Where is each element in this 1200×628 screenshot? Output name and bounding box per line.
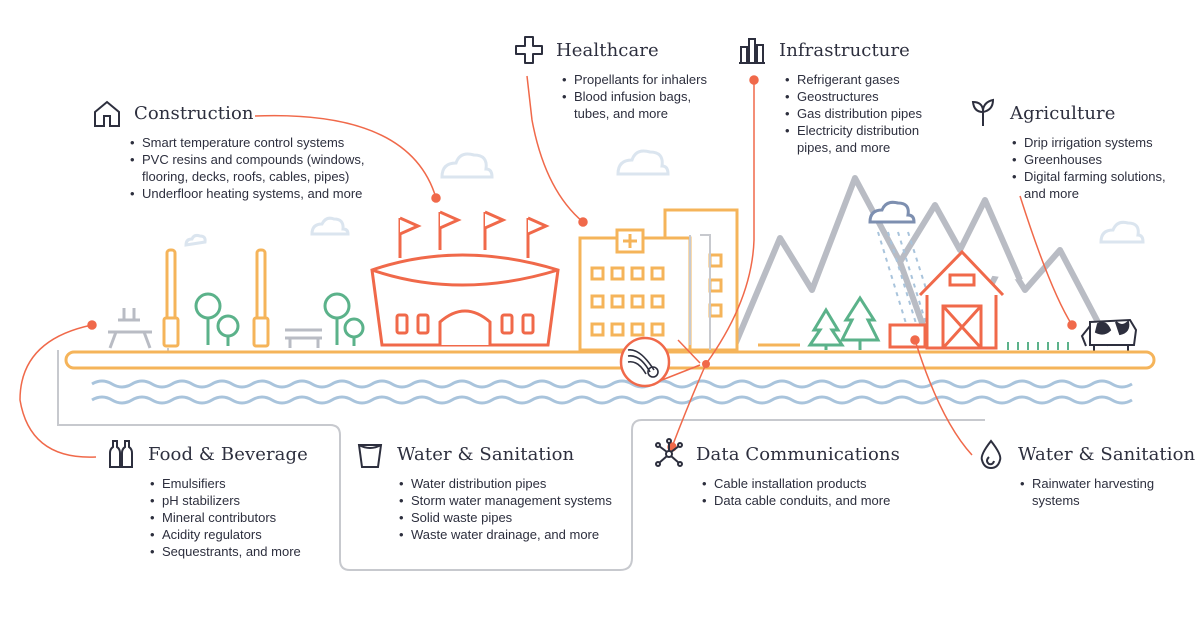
grass xyxy=(1007,342,1069,350)
cloud-2 xyxy=(310,216,350,236)
list-item: and more xyxy=(1024,186,1079,201)
cloud-4 xyxy=(1099,220,1145,244)
cable-magnifier xyxy=(619,336,710,388)
data-communications-card: Data Communications Cable installation p… xyxy=(652,437,900,509)
water-sanitation-1-title: Water & Sanitation xyxy=(397,443,575,465)
cloud-3 xyxy=(616,149,670,176)
connector-lines xyxy=(19,75,1077,458)
list-item: Solid waste pipes xyxy=(399,509,612,526)
healthcare-title: Healthcare xyxy=(556,39,659,61)
agriculture-card: Agriculture Drip irrigation systems Gree… xyxy=(966,96,1166,202)
connector-water-right xyxy=(914,339,973,456)
list-item: PVC resins and compounds (windows, xyxy=(130,151,365,168)
water-waves xyxy=(91,379,1133,405)
water-sanitation-1-list: Water distribution pipes Storm water man… xyxy=(397,475,612,543)
trees xyxy=(194,292,881,350)
list-item: Data cable conduits, and more xyxy=(702,492,900,509)
infrastructure-list: Refrigerant gases Geostructures Gas dist… xyxy=(783,71,922,156)
data-communications-title: Data Communications xyxy=(696,443,900,465)
list-item: Water distribution pipes xyxy=(399,475,612,492)
list-item: Drip irrigation systems xyxy=(1012,134,1166,151)
list-item: Blood infusion bags, xyxy=(562,88,707,105)
water-sanitation-2-list: Rainwater harvesting systems xyxy=(1018,475,1195,509)
bucket-icon xyxy=(357,444,383,468)
connector-food xyxy=(19,324,97,458)
list-item: Rainwater harvesting xyxy=(1020,475,1195,492)
food-beverage-list: Emulsifiers pH stabilizers Mineral contr… xyxy=(148,475,308,560)
list-item: Emulsifiers xyxy=(150,475,308,492)
food-beverage-card: Food & Beverage Emulsifiers pH stabilize… xyxy=(104,437,308,560)
agriculture-title: Agriculture xyxy=(1010,102,1116,124)
list-item: tubes, and more xyxy=(574,106,668,121)
main-pipe xyxy=(64,350,1156,370)
sprout-icon xyxy=(971,98,995,126)
mountains xyxy=(732,175,1113,347)
connector-healthcare xyxy=(526,75,584,223)
network-icon xyxy=(655,438,683,467)
agriculture-list: Drip irrigation systems Greenhouses Digi… xyxy=(1010,134,1166,202)
list-item: pH stabilizers xyxy=(150,492,308,509)
list-item: Electricity distribution xyxy=(785,122,922,139)
infrastructure-title: Infrastructure xyxy=(779,39,910,61)
barn xyxy=(888,249,1005,350)
list-item: Mineral contributors xyxy=(150,509,308,526)
list-item: Waste water drainage, and more xyxy=(399,526,612,543)
list-item: Acidity regulators xyxy=(150,526,308,543)
list-item: systems xyxy=(1032,493,1080,508)
infrastructure-card: Infrastructure Refrigerant gases Geostru… xyxy=(735,33,922,156)
bench xyxy=(285,328,322,348)
construction-card: Construction Smart temperature control s… xyxy=(90,96,365,202)
buildings-icon xyxy=(739,38,765,64)
list-item: Propellants for inhalers xyxy=(562,71,707,88)
connector-construction xyxy=(254,114,437,199)
construction-title: Construction xyxy=(134,102,254,124)
connector-agriculture xyxy=(1019,195,1073,326)
list-item: Storm water management systems xyxy=(399,492,612,509)
list-item: pipes, and more xyxy=(797,140,891,155)
list-item: Cable installation products xyxy=(702,475,900,492)
hospital xyxy=(578,208,739,352)
water-sanitation-card-2: Water & Sanitation Rainwater harvesting … xyxy=(974,437,1195,509)
list-item: Sequestrants, and more xyxy=(150,543,308,560)
healthcare-list: Propellants for inhalers Blood infusion … xyxy=(560,71,707,122)
connector-infrastructure xyxy=(705,80,755,365)
bottles-icon xyxy=(109,440,133,468)
list-item: Smart temperature control systems xyxy=(130,134,365,151)
picnic-table xyxy=(108,308,152,349)
rain-cloud xyxy=(868,200,937,331)
water-drop-icon xyxy=(980,439,1002,470)
water-sanitation-card-1: Water & Sanitation Water distribution pi… xyxy=(353,437,612,543)
connector-data xyxy=(671,363,707,448)
list-item: flooring, decks, roofs, cables, pipes) xyxy=(142,169,350,184)
cloud-1 xyxy=(440,152,494,179)
list-item: Gas distribution pipes xyxy=(785,105,922,122)
water-sanitation-2-title: Water & Sanitation xyxy=(1018,443,1196,465)
data-communications-list: Cable installation products Data cable c… xyxy=(700,475,900,509)
list-item: Refrigerant gases xyxy=(785,71,922,88)
house-icon xyxy=(94,100,120,127)
cloud-5 xyxy=(184,233,207,247)
list-item: Geostructures xyxy=(785,88,922,105)
cow xyxy=(1080,318,1138,352)
food-beverage-title: Food & Beverage xyxy=(148,443,308,465)
healthcare-card: Healthcare Propellants for inhalers Bloo… xyxy=(512,33,707,122)
list-item: Greenhouses xyxy=(1012,151,1166,168)
list-item: Digital farming solutions, xyxy=(1012,168,1166,185)
construction-list: Smart temperature control systems PVC re… xyxy=(128,134,365,202)
medical-cross-icon xyxy=(515,36,543,64)
list-item: Underfloor heating systems, and more xyxy=(130,185,365,202)
stadium xyxy=(370,210,560,347)
streetlights xyxy=(162,248,270,348)
